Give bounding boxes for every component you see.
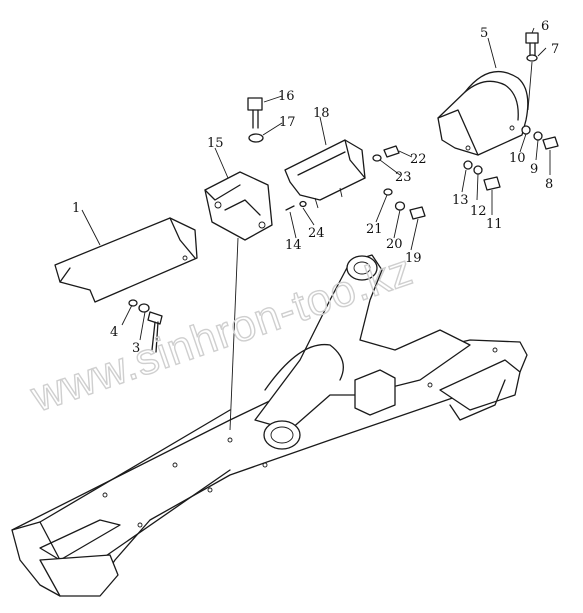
callout-labels: 1 3 4 5 6 7 8 9 10 11 12 13 14 15 16 17 … (72, 19, 559, 356)
part-16-17-bolt (247, 97, 264, 143)
callout-13: 13 (452, 193, 469, 208)
callout-14: 14 (285, 238, 302, 253)
callout-1: 1 (72, 201, 80, 216)
callout-19: 19 (405, 251, 422, 266)
part-1-front-cover (54, 217, 198, 303)
part-15-bracket (204, 171, 273, 431)
part-8-9-10-fasteners (521, 125, 559, 150)
callout-5: 5 (480, 26, 488, 41)
callout-12: 12 (470, 204, 487, 219)
callout-11: 11 (486, 217, 503, 232)
callout-22: 22 (410, 152, 427, 167)
callout-9: 9 (530, 162, 538, 177)
callout-20: 20 (386, 237, 403, 252)
part-18-cover (284, 139, 366, 209)
callout-8: 8 (545, 177, 553, 192)
callout-21: 21 (366, 222, 383, 237)
callout-15: 15 (207, 136, 224, 151)
part-22-23-fasteners (372, 145, 400, 162)
part-11-12-13-fasteners (463, 160, 501, 191)
callout-7: 7 (551, 42, 559, 57)
callout-18: 18 (313, 106, 330, 121)
callout-6: 6 (541, 19, 549, 34)
part-14-24-pins (285, 200, 307, 211)
callout-24: 24 (308, 226, 325, 241)
callout-3: 3 (132, 341, 140, 356)
leader-lines (81, 27, 551, 341)
part-3-4-fasteners (128, 299, 163, 353)
callout-4: 4 (110, 325, 118, 340)
callout-23: 23 (395, 170, 412, 185)
part-19-20-21-fasteners (383, 188, 426, 220)
main-frame (11, 254, 528, 597)
callout-17: 17 (279, 115, 296, 130)
callout-10: 10 (509, 151, 526, 166)
callout-16: 16 (278, 89, 295, 104)
part-5-sprocket-cover (437, 70, 529, 156)
